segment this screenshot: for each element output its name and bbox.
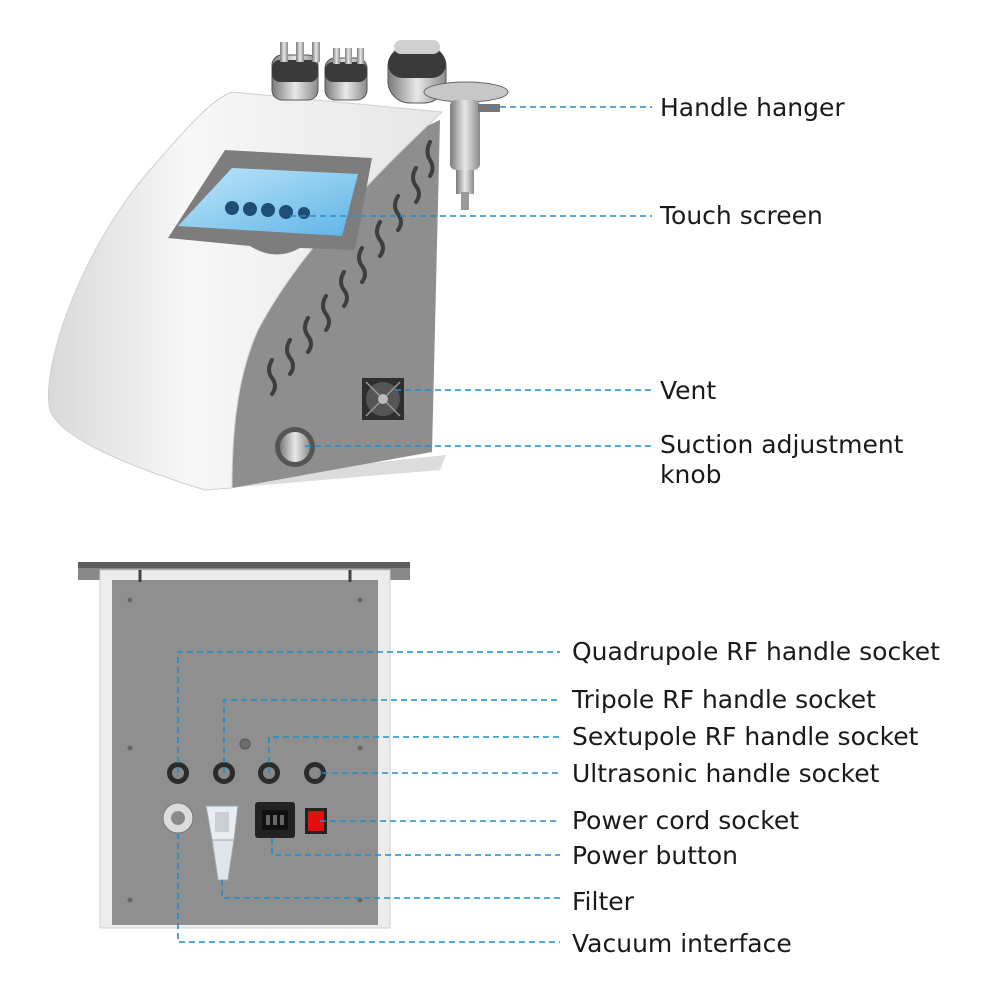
label-suction-knob: Suction adjustment knob xyxy=(660,430,904,489)
leader-tripole xyxy=(223,699,560,773)
label-vent: Vent xyxy=(660,376,717,405)
label-ultrasonic-socket: Ultrasonic handle socket xyxy=(572,759,880,788)
handle-heads xyxy=(271,40,447,104)
touch-screen-display xyxy=(178,168,358,236)
leader-sextupole xyxy=(268,736,560,773)
power-button-switch xyxy=(305,808,327,834)
side-slots xyxy=(267,140,435,396)
label-power-cord-socket: Power cord socket xyxy=(572,806,800,835)
leader-vacuum xyxy=(177,833,560,943)
label-filter: Filter xyxy=(572,887,634,916)
device-rear-view xyxy=(78,562,410,929)
leader-filter xyxy=(221,880,560,899)
filter-unit xyxy=(205,805,239,881)
vacuum-interface-port xyxy=(162,802,194,834)
ultrasonic-handle xyxy=(423,81,509,210)
leader-power-button xyxy=(271,838,560,856)
indicator-dot xyxy=(239,738,251,750)
leader-lines xyxy=(177,106,652,943)
suction-knob-dial xyxy=(275,427,315,467)
power-cord-socket-port xyxy=(255,802,295,838)
label-handle-hanger: Handle hanger xyxy=(660,93,845,122)
rear-panel xyxy=(112,580,378,925)
label-power-button: Power button xyxy=(572,841,738,870)
vent-grille xyxy=(362,378,404,420)
label-vacuum-interface: Vacuum interface xyxy=(572,929,792,958)
label-sextupole-socket: Sextupole RF handle socket xyxy=(572,722,919,751)
label-quadrupole-socket: Quadrupole RF handle socket xyxy=(572,637,940,666)
rear-hooks xyxy=(138,570,352,582)
label-touch-screen: Touch screen xyxy=(660,201,823,230)
leader-quadrupole xyxy=(177,651,560,773)
label-tripole-socket: Tripole RF handle socket xyxy=(572,685,876,714)
device-front-view xyxy=(48,40,509,491)
